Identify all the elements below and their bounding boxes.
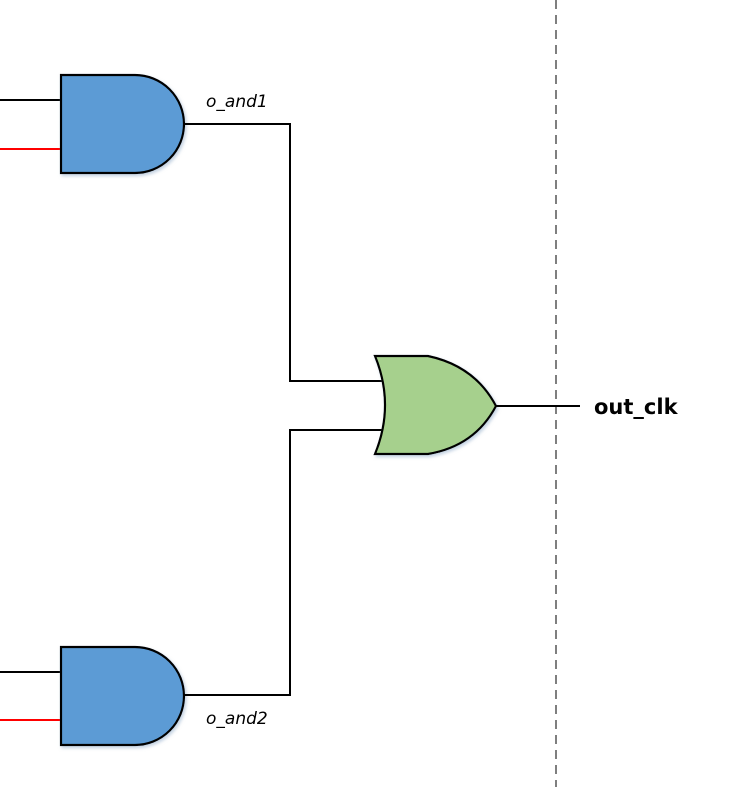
net-label-o-and1: o_and1 [206,92,268,112]
or-gate [373,354,498,456]
and-gate-2 [59,645,186,747]
net-label-o-and2: o_and2 [206,709,268,729]
output-port-label-out-clk: out_clk [594,395,679,419]
net-o-and2-wire [184,429,382,696]
net-o-and1-wire [184,123,382,382]
and-gate-1 [59,73,186,175]
